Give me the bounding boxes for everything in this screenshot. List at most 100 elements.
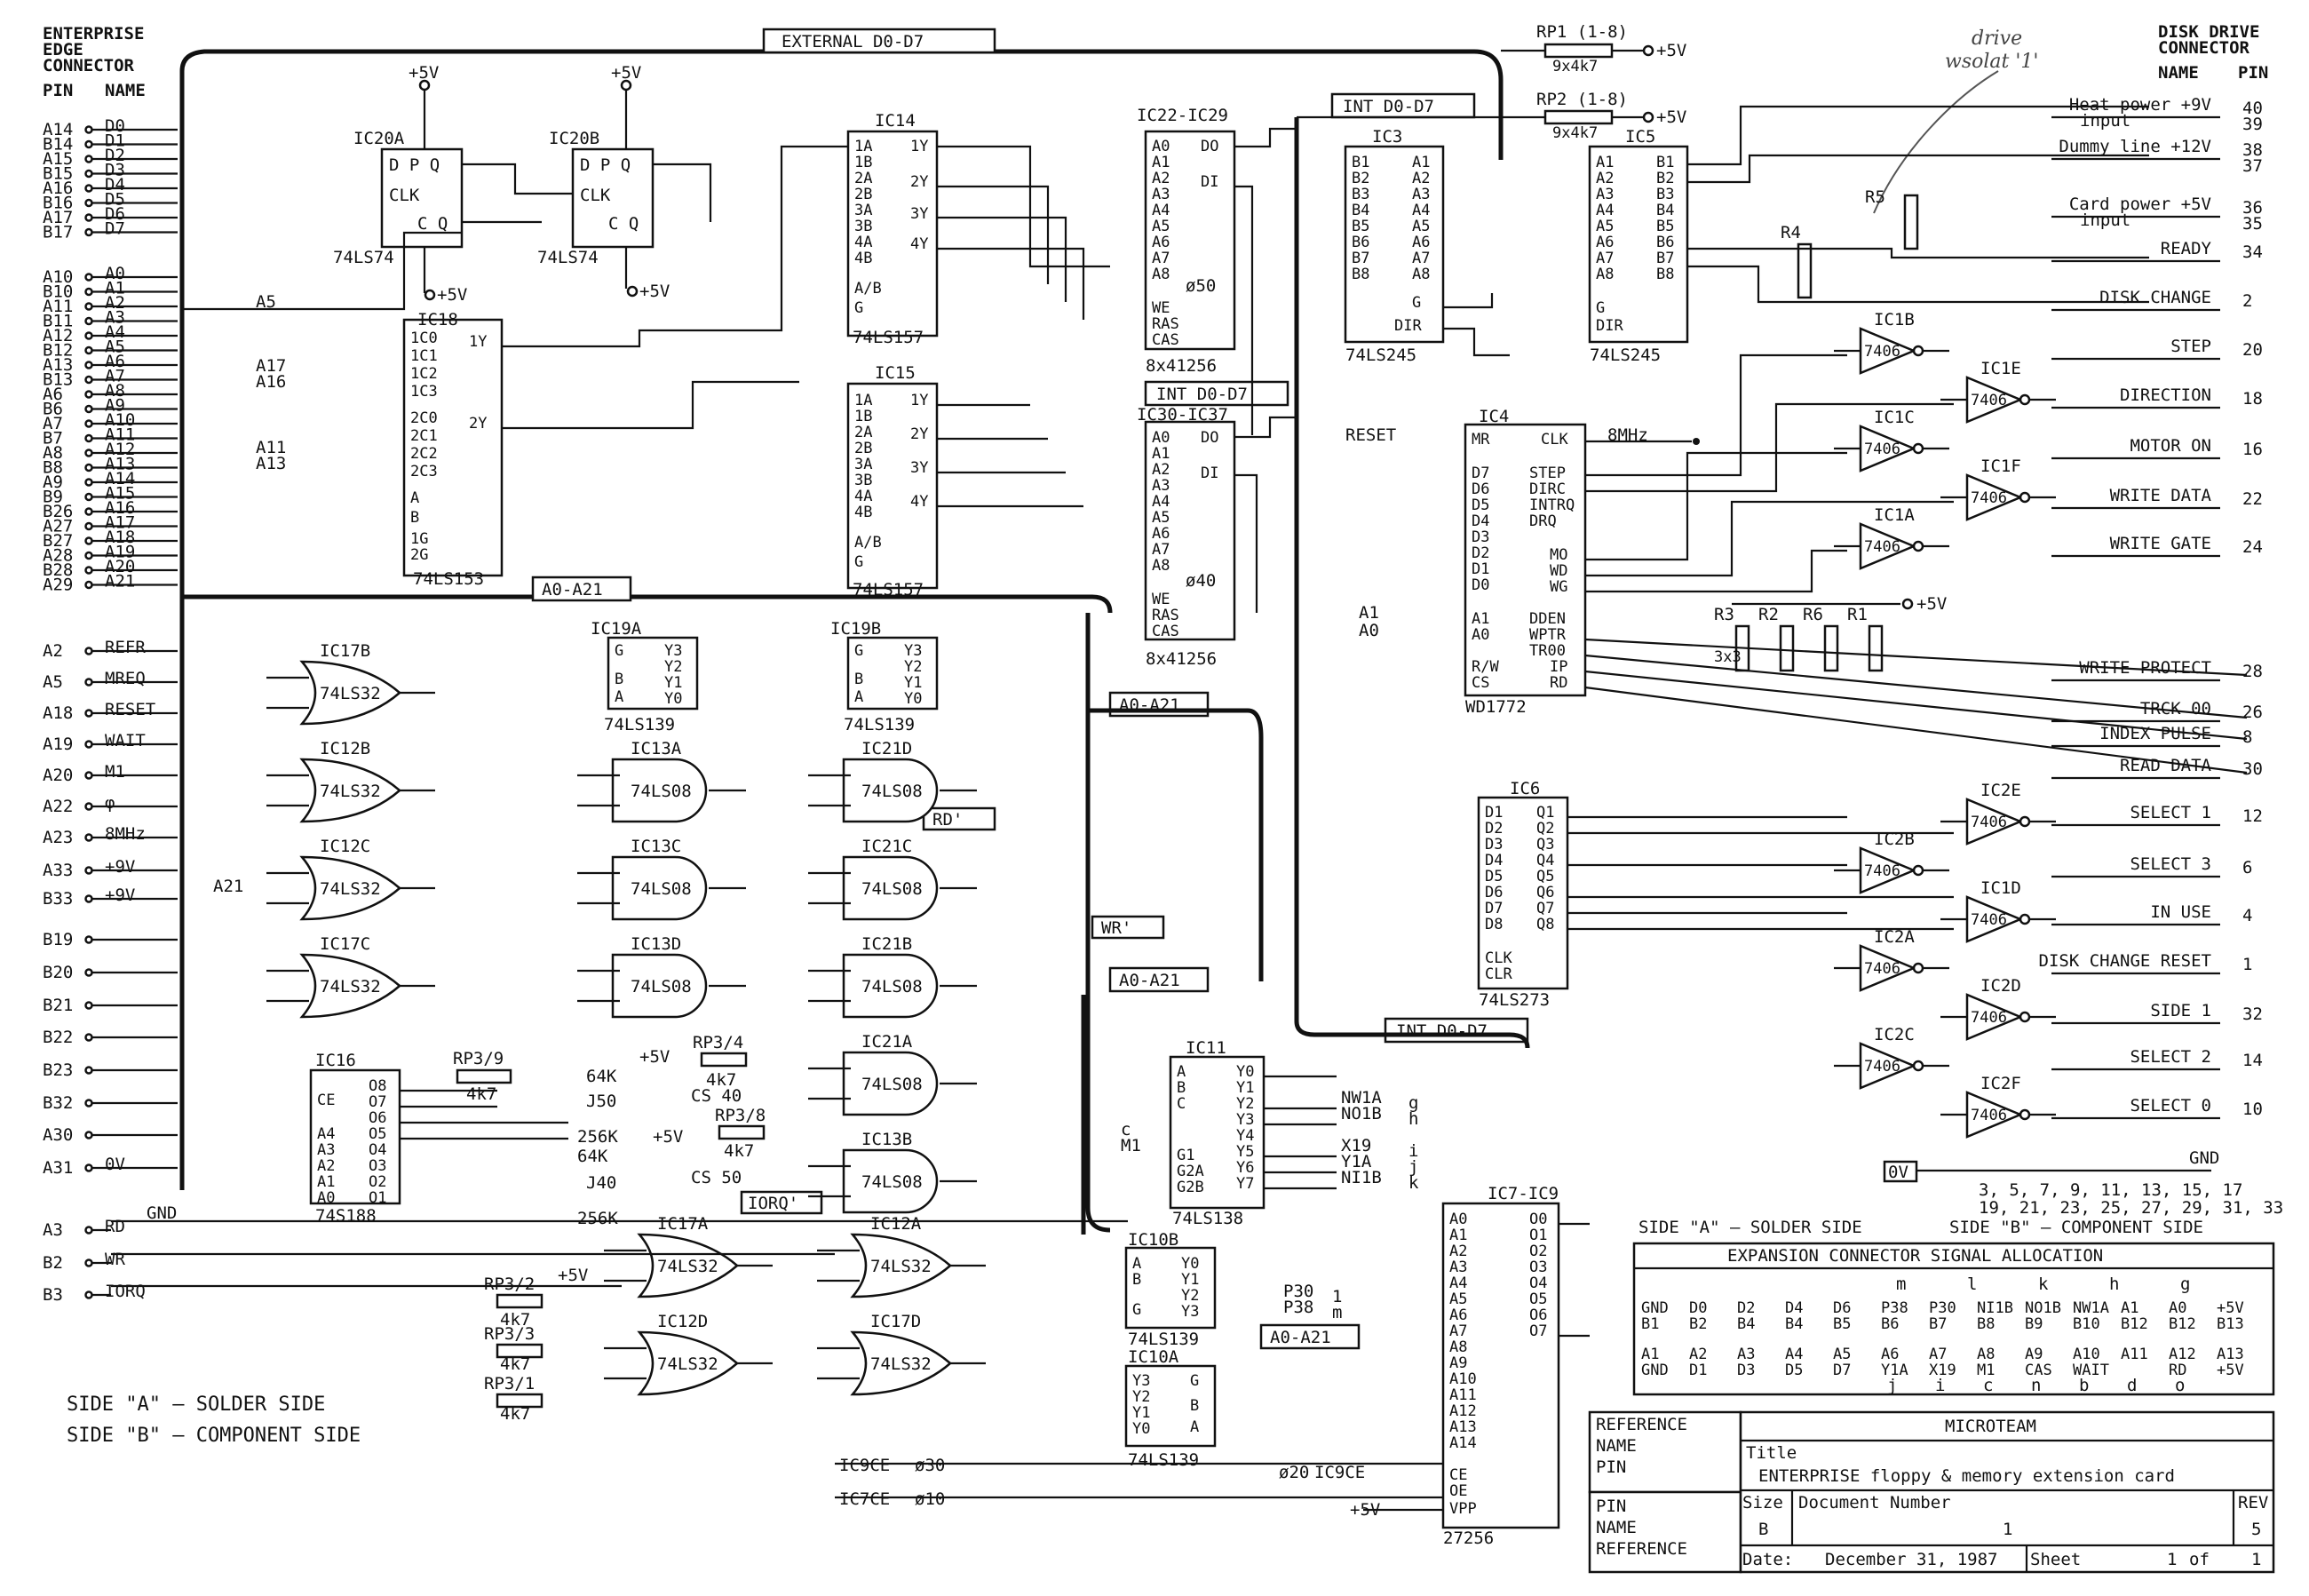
edge-pin-row: B32 [43, 1093, 178, 1113]
alloc-cell: B7 [1929, 1315, 1947, 1333]
r4-label: R4 [1781, 223, 1801, 242]
edge-pin-name: D0 [105, 116, 125, 136]
alloc-letter-2: o [2175, 1376, 2185, 1395]
edge-pin-name: MREQ [105, 669, 146, 688]
disk-signal-name: SELECT 0 [2130, 1096, 2211, 1116]
svg-text:O5: O5 [369, 1125, 386, 1143]
svg-text:Y3: Y3 [664, 642, 682, 660]
svg-text:MO: MO [1550, 546, 1567, 564]
gate-name: IC17D [870, 1312, 921, 1331]
edge-pin-id: B21 [43, 996, 73, 1015]
handwriting-line1: drive [1972, 28, 2022, 50]
edge-pin-name: A15 [105, 484, 135, 504]
bus-a3-label: A0-A21 [1119, 971, 1180, 990]
external-data-bus [179, 49, 1504, 160]
svg-text:DIR: DIR [1394, 317, 1422, 335]
edge-pin-id: B9 [43, 488, 63, 507]
svg-text:MR: MR [1472, 431, 1490, 449]
alloc-cell: A1 [1641, 1346, 1659, 1363]
svg-text:Y0: Y0 [904, 690, 922, 708]
disk-signal-name: DISK CHANGE [2099, 288, 2211, 307]
svg-text:Q5: Q5 [1536, 868, 1554, 885]
ref-row-3: PIN [1596, 1457, 1626, 1477]
alloc-cell: RD [2169, 1362, 2186, 1379]
alloc-cell: A1 [2121, 1299, 2138, 1317]
inverter-name: IC1C [1874, 408, 1915, 427]
svg-text:2Y: 2Y [910, 425, 928, 443]
edge-pin-name: REFR [105, 638, 146, 657]
svg-text:1C1: 1C1 [410, 347, 438, 365]
disk-pin-number: 32 [2242, 1004, 2263, 1024]
svg-text:A6: A6 [1449, 1306, 1467, 1324]
alloc-cell: A10 [2073, 1346, 2100, 1363]
disk-gnd-label: GND [2189, 1148, 2219, 1168]
svg-text:DI: DI [1201, 173, 1218, 191]
svg-text:B: B [615, 671, 623, 688]
bus-ext-label: EXTERNAL D0-D7 [782, 32, 924, 52]
rp34-value: 4k7 [706, 1070, 736, 1090]
docnum-value: 1 [2003, 1520, 2012, 1539]
svg-text:A13: A13 [1449, 1418, 1477, 1436]
edge-pin-name: A1 [105, 279, 125, 298]
edge-pin-name: A7 [105, 367, 125, 386]
ic10a-name: IC10A [1128, 1347, 1179, 1367]
size-label: Size [1742, 1493, 1783, 1513]
edge-pin-row: A33+9V [43, 857, 178, 880]
alloc-cell: A5 [1833, 1346, 1851, 1363]
gate-name: IC12C [320, 837, 370, 856]
size-value: B [1758, 1520, 1768, 1539]
svg-text:B7: B7 [1656, 250, 1674, 267]
handwritten-note: drive wsolat '1' [1873, 28, 2038, 214]
svg-text:A5: A5 [1152, 509, 1170, 527]
edge-pin-row: B22 [43, 1028, 178, 1047]
svg-text:O4: O4 [1529, 1274, 1547, 1292]
svg-text:1B: 1B [854, 408, 872, 425]
right-header-line2: CONNECTOR [2158, 38, 2250, 58]
disk-signal-name: SIDE 1 [2150, 1001, 2211, 1020]
svg-text:CE: CE [317, 1092, 335, 1109]
edge-pin-name: A18 [105, 528, 135, 547]
edge-pin-name: A16 [105, 498, 135, 518]
disk-zero-volt: 0V [1888, 1163, 1908, 1182]
gate-name: IC13B [861, 1130, 912, 1149]
edge-pin-name: A2 [105, 293, 125, 313]
edge-pin-name: WR [105, 1250, 125, 1269]
svg-text:A11: A11 [1449, 1386, 1477, 1404]
svg-text:WD: WD [1550, 562, 1567, 580]
gate-name: IC12A [870, 1214, 922, 1234]
alloc-cell: B13 [2217, 1315, 2244, 1333]
inverter-type: 7406 [1864, 343, 1900, 361]
gate-name: IC13C [631, 837, 681, 856]
edge-pin-name: 8MHz [105, 824, 146, 844]
disk-signal-name: TRCK 00 [2140, 699, 2211, 719]
svg-text:CLK: CLK [1485, 949, 1512, 967]
edge-pin-name: RD [105, 1217, 125, 1236]
inverter-name: IC1E [1980, 359, 2021, 378]
svg-text:A8: A8 [1412, 266, 1430, 283]
ic4-type: WD1772 [1465, 697, 1527, 717]
svg-text:1G: 1G [410, 530, 428, 548]
svg-text:Y2: Y2 [904, 658, 922, 676]
gate-name: IC12B [320, 739, 370, 758]
svg-text:3B: 3B [854, 472, 872, 489]
disk-pin-number: 26 [2242, 703, 2263, 722]
rp33-value: 4k7 [500, 1354, 530, 1374]
svg-text:RD: RD [1550, 674, 1567, 692]
disk-signal-name: READY [2161, 239, 2212, 258]
